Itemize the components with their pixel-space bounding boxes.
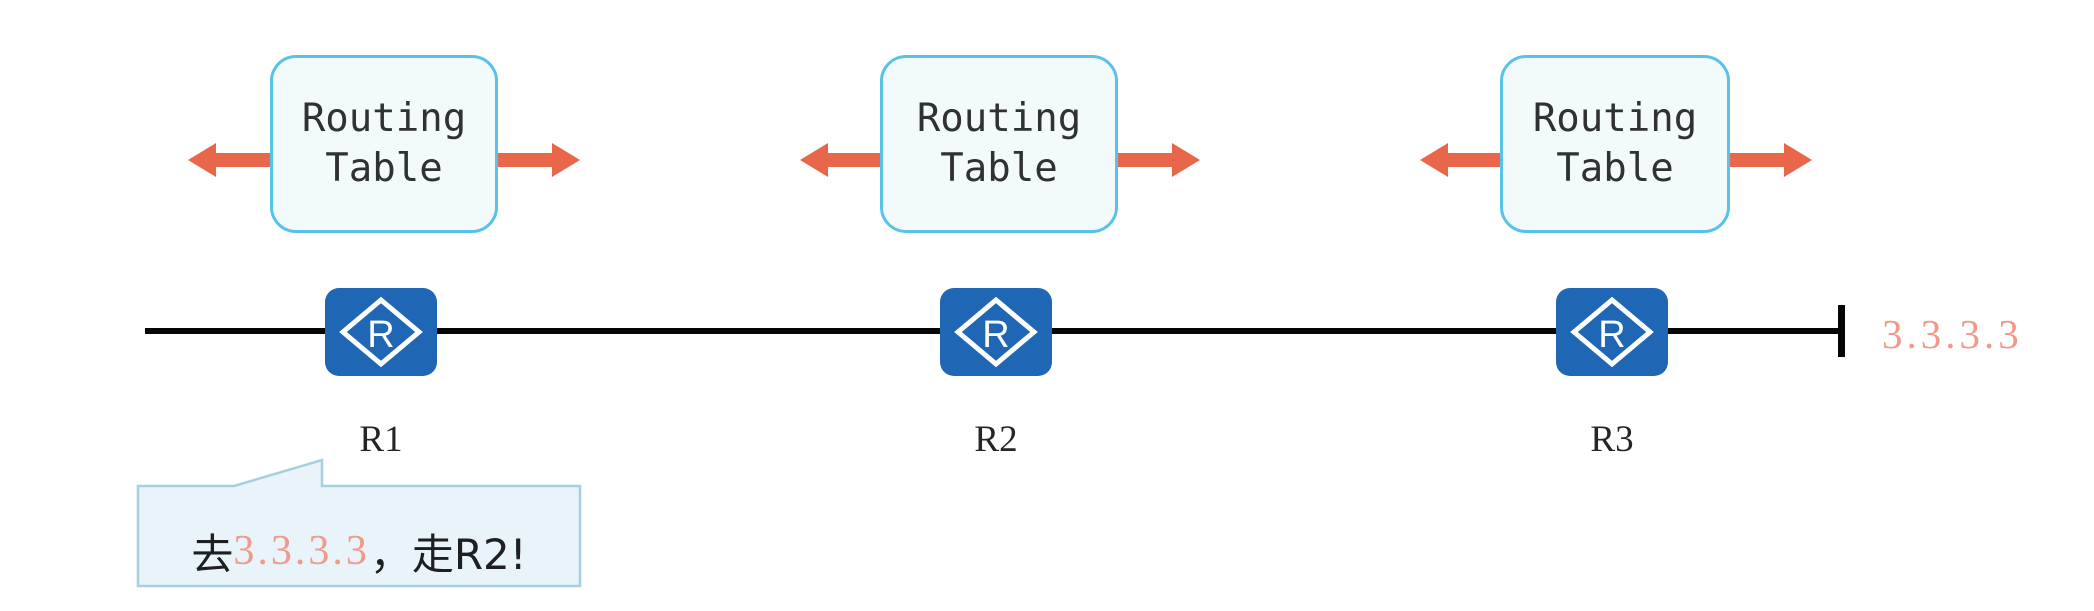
svg-text:R: R xyxy=(1598,314,1625,356)
destination-ip-label: 3.3.3.3 xyxy=(1882,311,2023,357)
routing-table-2-label: Routing Table xyxy=(916,96,1082,191)
routing-table-3-left-arrow xyxy=(1418,140,1510,180)
router-icon-r2[interactable]: R xyxy=(940,288,1052,376)
router-icon-r1[interactable]: R xyxy=(325,288,437,376)
routing-table-3-label: Routing Table xyxy=(1532,96,1698,191)
router-icon-r3[interactable]: R xyxy=(1556,288,1668,376)
router-label-r2: R2 xyxy=(974,419,1018,460)
routing-table-2[interactable]: Routing Table xyxy=(880,55,1118,233)
routing-table-1-right-arrow xyxy=(496,140,584,180)
routing-table-2-left-arrow xyxy=(798,140,890,180)
svg-text:R: R xyxy=(367,314,394,356)
routing-table-1[interactable]: Routing Table xyxy=(270,55,498,233)
network-link-terminator xyxy=(1838,305,1845,357)
routing-table-1-label: Routing Table xyxy=(301,96,467,191)
router-label-r3: R3 xyxy=(1590,419,1634,460)
routing-table-3-right-arrow xyxy=(1728,140,1816,180)
routing-table-1-left-arrow xyxy=(186,140,278,180)
routing-table-2-right-arrow xyxy=(1116,140,1204,180)
svg-text:R: R xyxy=(982,314,1009,356)
router-label-r1: R1 xyxy=(359,419,403,460)
routing-table-3[interactable]: Routing Table xyxy=(1500,55,1730,233)
